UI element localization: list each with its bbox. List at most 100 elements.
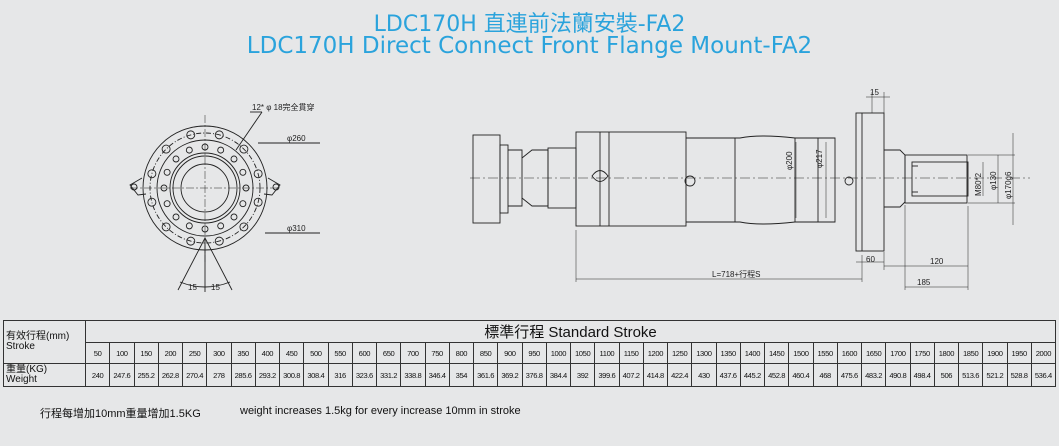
- bolt-hole: [163, 168, 171, 176]
- bolt-hole: [147, 169, 157, 179]
- stroke-cell: 1800: [933, 342, 960, 364]
- bolt-hole: [239, 222, 249, 232]
- stroke-cell: 350: [230, 342, 256, 364]
- stroke-cell: 1350: [715, 342, 741, 364]
- bolt-hole: [230, 155, 238, 163]
- bolt-hole: [239, 200, 247, 208]
- weight-cell: 536.4: [1030, 363, 1057, 387]
- front-view: [129, 111, 320, 292]
- weight-cell: 498.4: [909, 363, 935, 387]
- dim-15-top-label: 15: [870, 88, 879, 97]
- bolt-hole: [217, 146, 225, 154]
- stroke-cell: 550: [327, 342, 353, 364]
- bolt-hole: [201, 143, 209, 151]
- weight-cell: 240: [84, 363, 111, 387]
- weight-cell: 270.4: [181, 363, 208, 387]
- dim-15-left-label: 15: [188, 283, 197, 292]
- bolt-hole: [186, 236, 196, 246]
- stroke-cell: 1100: [594, 342, 620, 364]
- bolt-hole: [161, 144, 171, 154]
- bolt-hole: [230, 213, 238, 221]
- dia-200-label: φ200: [785, 151, 794, 170]
- dim-185-label: 185: [917, 278, 931, 287]
- stroke-cell: 200: [157, 342, 184, 364]
- weight-cell: 483.2: [860, 363, 887, 387]
- bolt-hole: [201, 225, 209, 233]
- stroke-cell: 1300: [691, 342, 717, 364]
- weight-row-label: 重量(KG)Weight: [3, 363, 86, 387]
- bolt-hole: [217, 222, 225, 230]
- weight-cell: 506: [933, 363, 960, 387]
- stroke-cell: 2000: [1030, 342, 1057, 364]
- bolt-holes-label: 12* φ 18完全貫穿: [252, 102, 315, 112]
- stroke-cell: 1000: [545, 342, 572, 364]
- stroke-cell: 150: [133, 342, 159, 364]
- stroke-cell: 750: [424, 342, 450, 364]
- stroke-cell: 600: [351, 342, 378, 364]
- bolt-hole: [214, 236, 224, 246]
- stroke-cell: 1450: [763, 342, 790, 364]
- weight-cell: 308.4: [303, 363, 329, 387]
- stroke-cell: 1750: [909, 342, 935, 364]
- note-english: weight increases 1.5kg for every increas…: [240, 405, 521, 417]
- weight-cell: 407.2: [618, 363, 644, 387]
- stroke-cell: 1200: [642, 342, 669, 364]
- note-chinese: 行程每增加10mm重量增加1.5KG: [40, 408, 201, 420]
- weight-cell: 255.2: [133, 363, 159, 387]
- weight-cell: 376.8: [521, 363, 547, 387]
- dia-260-label: φ260: [287, 134, 306, 143]
- standard-stroke-header: 標準行程 Standard Stroke: [85, 320, 1056, 343]
- dia-130-label: φ130: [989, 171, 998, 190]
- weight-cell: 331.2: [375, 363, 402, 387]
- stroke-cell: 850: [472, 342, 499, 364]
- weight-cell: 278: [206, 363, 232, 387]
- bolt-hole: [163, 200, 171, 208]
- weight-cell: 384.4: [545, 363, 572, 387]
- stroke-weight-table: 有效行程(mm)Stroke 標準行程 Standard Stroke 50 10…: [3, 320, 1057, 387]
- stroke-cell: 800: [448, 342, 475, 364]
- dim-120-label: 120: [930, 257, 944, 266]
- weight-cell: 323.6: [351, 363, 378, 387]
- dia-310-label: φ310: [287, 224, 306, 233]
- bolt-hole: [172, 213, 180, 221]
- stroke-cell: 1500: [788, 342, 814, 364]
- weight-cell: 445.2: [739, 363, 766, 387]
- stroke-row-label: 有效行程(mm)Stroke: [3, 320, 86, 364]
- stroke-cell: 1600: [836, 342, 863, 364]
- stroke-cell: 50: [84, 342, 111, 364]
- bolt-hole: [239, 144, 249, 154]
- weight-cell: 422.4: [666, 363, 693, 387]
- weight-cell: 437.6: [715, 363, 741, 387]
- bolt-hole: [239, 168, 247, 176]
- bolt-hole: [160, 184, 168, 192]
- weight-cell: 316: [327, 363, 353, 387]
- length-label: L=718+行程S: [712, 269, 760, 279]
- weight-cell: 414.8: [642, 363, 669, 387]
- bolt-hole: [253, 197, 263, 207]
- technical-drawing: 12* φ 18完全貫穿 φ260 φ310 15 15 15 60 120 1…: [129, 88, 1030, 292]
- bolt-hole: [214, 130, 224, 140]
- stroke-cell: 1400: [739, 342, 766, 364]
- stroke-cell: 900: [497, 342, 523, 364]
- table-header-row: 有效行程(mm)Stroke 標準行程 Standard Stroke: [3, 320, 1056, 364]
- dim-15-right-label: 15: [211, 283, 220, 292]
- motor-housing: [575, 131, 687, 227]
- bolt-hole: [186, 130, 196, 140]
- stroke-cell: 1950: [1006, 342, 1032, 364]
- weight-cell: 346.4: [424, 363, 450, 387]
- title-english: LDC170H Direct Connect Front Flange Moun…: [246, 33, 813, 59]
- stroke-cell: 1900: [982, 342, 1008, 364]
- side-view: [470, 92, 1030, 290]
- stroke-cell: 1850: [957, 342, 984, 364]
- dia-170-label: φ170g6: [1004, 171, 1013, 199]
- dia-217-label: φ217: [815, 149, 824, 168]
- weight-cell: 361.6: [472, 363, 499, 387]
- stroke-cell: 1050: [569, 342, 596, 364]
- stroke-cell: 1700: [885, 342, 911, 364]
- weight-cell: 338.8: [400, 363, 426, 387]
- stroke-cell: 300: [206, 342, 232, 364]
- stroke-cell: 500: [303, 342, 329, 364]
- weight-cell: 262.8: [157, 363, 184, 387]
